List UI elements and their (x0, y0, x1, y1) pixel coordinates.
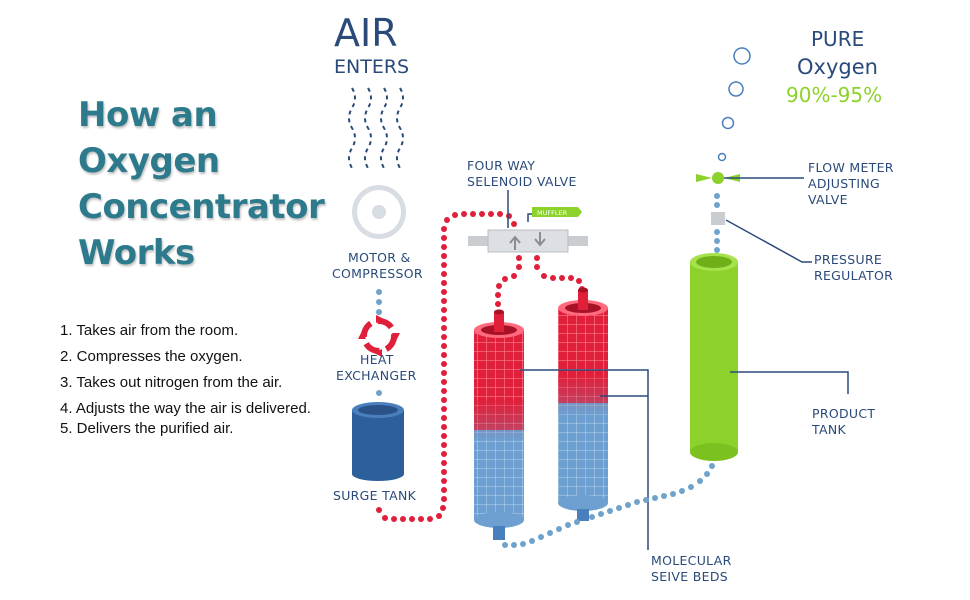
muffler: MUFFLER (532, 207, 582, 217)
pressure-regulator (711, 212, 725, 225)
step-item: 5. Delivers the purified air. (60, 420, 234, 437)
pressure-label-1: PRESSURE (814, 252, 882, 267)
sieve-leader-lines (520, 369, 649, 550)
four-way-label-2: SELENOID VALVE (467, 174, 577, 189)
surge-tank (352, 402, 404, 481)
steps-list: 1. Takes air from the room. 2. Compresse… (60, 318, 311, 442)
oxygen-flow-dots (714, 193, 720, 253)
pure-label: PURE (811, 27, 864, 51)
air-dots (376, 390, 382, 396)
flow-label-2: ADJUSTING (808, 176, 880, 191)
motor-label-2: COMPRESSOR (332, 266, 423, 281)
page-title: How an Oxygen Concentrator Works (78, 92, 325, 276)
heat-label-1: HEAT (360, 352, 394, 367)
percent-label: 90%-95% (786, 83, 882, 107)
flow-label-3: VALVE (808, 192, 848, 207)
title-line: Oxygen (78, 141, 220, 181)
fan-icon (352, 185, 406, 239)
air-dots (376, 289, 382, 315)
product-tank (690, 253, 738, 461)
heat-exchanger-icon (358, 315, 400, 357)
flow-label-1: FLOW METER (808, 160, 894, 175)
sieve-bed-1 (474, 309, 524, 540)
product-label-1: PRODUCT (812, 406, 875, 421)
step-item: 1. Takes air from the room. (60, 322, 239, 339)
step-item: 2. Compresses the oxygen. (60, 348, 243, 365)
product-label-2: TANK (811, 422, 846, 437)
bubbles-icon (717, 47, 751, 162)
four-way-label-1: FOUR WAY (467, 158, 535, 173)
heat-label-2: EXCHANGER (336, 368, 417, 383)
leader-line (725, 219, 812, 263)
sieve-label-1: MOLECULAR (651, 553, 732, 568)
sieve-label-2: SEIVE BEDS (651, 569, 728, 584)
sieve-bed-2 (558, 287, 608, 521)
surge-label: SURGE TANK (333, 488, 417, 503)
step-item: 3. Takes out nitrogen from the air. (60, 374, 283, 391)
oxygen-flow-dots (502, 463, 715, 548)
motor-label-1: MOTOR & (348, 250, 411, 265)
oxygen-label: Oxygen (797, 55, 878, 79)
air-flow-lines (348, 87, 404, 169)
four-way-valve (468, 213, 588, 253)
title-line: Concentrator (78, 187, 325, 227)
enters-label: ENTERS (334, 56, 409, 78)
title-line: Works (78, 233, 195, 273)
air-label: AIR (334, 11, 398, 55)
step-item: 4. Adjusts the way the air is delivered. (60, 400, 311, 417)
muffler-label: MUFFLER (537, 209, 568, 217)
pressure-label-2: REGULATOR (814, 268, 893, 283)
leader-line (730, 371, 849, 394)
title-line: How an (78, 95, 218, 135)
